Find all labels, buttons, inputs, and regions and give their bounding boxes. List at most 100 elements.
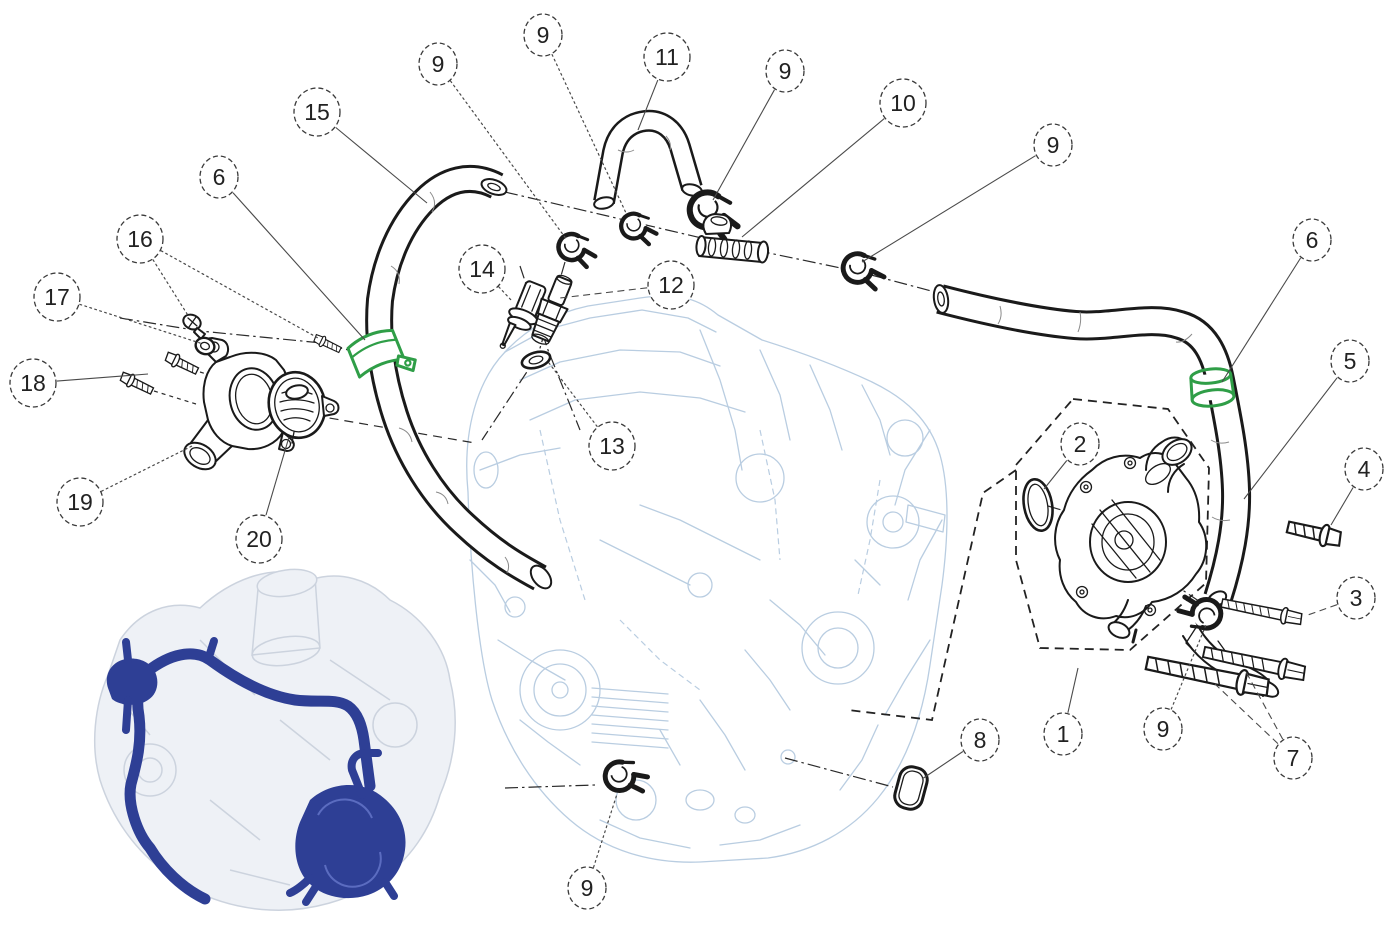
- callout-number: 13: [599, 433, 625, 459]
- leader-line: [1043, 460, 1068, 490]
- leader-line: [152, 259, 190, 318]
- callout-number: 8: [974, 727, 987, 753]
- callout-number: 9: [1157, 716, 1170, 742]
- spring-clamp-9b: [618, 208, 659, 250]
- callout-circle: [1292, 218, 1332, 262]
- leader-line: [592, 793, 618, 868]
- callout-18-19: 18: [9, 358, 149, 408]
- water-pump: [1054, 436, 1208, 644]
- callout-circle: [647, 260, 695, 310]
- callout-number: 18: [20, 370, 46, 396]
- callout-circle: [1143, 707, 1183, 751]
- callout-circle: [1336, 576, 1376, 620]
- pump-gasket-2: [1022, 477, 1054, 533]
- callout-8-14: 8: [921, 718, 1000, 780]
- inset-highlighted-cooling-circuit: [106, 637, 406, 906]
- callout-circle: [765, 49, 805, 93]
- hose-5: [932, 284, 1252, 608]
- barbed-t-fitting: [695, 213, 770, 264]
- callout-circle: [879, 78, 927, 128]
- callout-circle: [418, 42, 458, 86]
- callout-9-12: 9: [1143, 624, 1207, 751]
- callout-12-23: 12: [559, 260, 695, 310]
- leader-line: [1170, 624, 1207, 710]
- thermostat-housing: [183, 337, 295, 471]
- callout-number: 6: [1306, 227, 1319, 253]
- leader-line: [265, 436, 290, 516]
- callout-circle: [523, 13, 563, 57]
- callout-9-25: 9: [567, 793, 618, 910]
- callout-circle: [235, 514, 283, 564]
- leader-line: [559, 287, 648, 299]
- callout-17-18: 17: [33, 272, 201, 344]
- leader-line: [548, 362, 598, 427]
- highlight-clamp-left: [346, 328, 417, 379]
- callout-circle: [116, 214, 164, 264]
- callout-9-6: 9: [861, 123, 1073, 263]
- bolt-4: [1284, 515, 1345, 551]
- callout-number: 1: [1057, 721, 1070, 747]
- washer-17: [194, 336, 216, 356]
- callout-number: 6: [213, 164, 226, 190]
- callout-number: 4: [1358, 456, 1371, 482]
- callout-circle: [9, 358, 57, 408]
- callout-20-21: 20: [235, 436, 290, 564]
- callout-circle: [293, 87, 341, 137]
- callout-circle: [1330, 339, 1370, 383]
- callout-number: 20: [246, 526, 272, 552]
- leader-line: [637, 79, 659, 131]
- spring-clamp-9d: [839, 247, 886, 296]
- o-ring-8: [893, 765, 929, 811]
- leader-line: [450, 80, 568, 241]
- engine-outline-sketch: [466, 295, 948, 863]
- callout-circle: [458, 244, 506, 294]
- leader-line: [79, 303, 201, 344]
- sealing-washer-13: [520, 350, 552, 370]
- callout-number: 9: [581, 875, 594, 901]
- callout-number: 14: [469, 256, 495, 282]
- callout-circle: [643, 32, 691, 82]
- callout-circle: [1043, 712, 1083, 756]
- callout-5-8: 5: [1243, 339, 1370, 500]
- callout-number: 3: [1350, 585, 1363, 611]
- callout-11-3: 11: [637, 32, 691, 131]
- bolt-18b: [117, 369, 156, 398]
- callout-9-2: 9: [523, 13, 627, 214]
- callout-13-24: 13: [548, 362, 636, 471]
- hose-15: [365, 165, 553, 591]
- callout-circle: [1060, 422, 1100, 466]
- callout-circle: [1344, 447, 1384, 491]
- callout-4-9: 4: [1330, 447, 1384, 526]
- leader-line: [498, 286, 513, 302]
- callout-circle: [960, 718, 1000, 762]
- callout-14-22: 14: [458, 244, 513, 302]
- leader-line: [712, 89, 775, 201]
- callout-15-0: 15: [293, 87, 428, 204]
- bolt-16b: [311, 332, 344, 356]
- callout-19-20: 19: [56, 445, 193, 527]
- callout-number: 19: [67, 489, 93, 515]
- thermostat: [267, 370, 340, 444]
- leader-line: [741, 118, 885, 238]
- leader-line: [232, 192, 366, 341]
- bolt-18a: [162, 349, 201, 378]
- leader-line: [160, 250, 319, 339]
- callout-7-11: 7: [1214, 669, 1313, 780]
- hose-11: [593, 109, 703, 210]
- spring-clamp-9f: [600, 752, 653, 806]
- callout-number: 12: [658, 272, 684, 298]
- callout-3-10: 3: [1304, 576, 1376, 620]
- callout-circle: [567, 866, 607, 910]
- leader-line: [1304, 604, 1338, 617]
- callout-circle: [33, 272, 81, 322]
- leader-line: [335, 127, 428, 204]
- water-pump-dashed-boundary: [1015, 398, 1210, 651]
- temperature-sensor: [499, 280, 547, 349]
- callout-number: 16: [127, 226, 153, 252]
- callout-number: 10: [890, 90, 916, 116]
- inset-cylinder-snout: [251, 568, 321, 667]
- bleed-screw-16: [182, 313, 206, 340]
- callout-number: 9: [1047, 132, 1060, 158]
